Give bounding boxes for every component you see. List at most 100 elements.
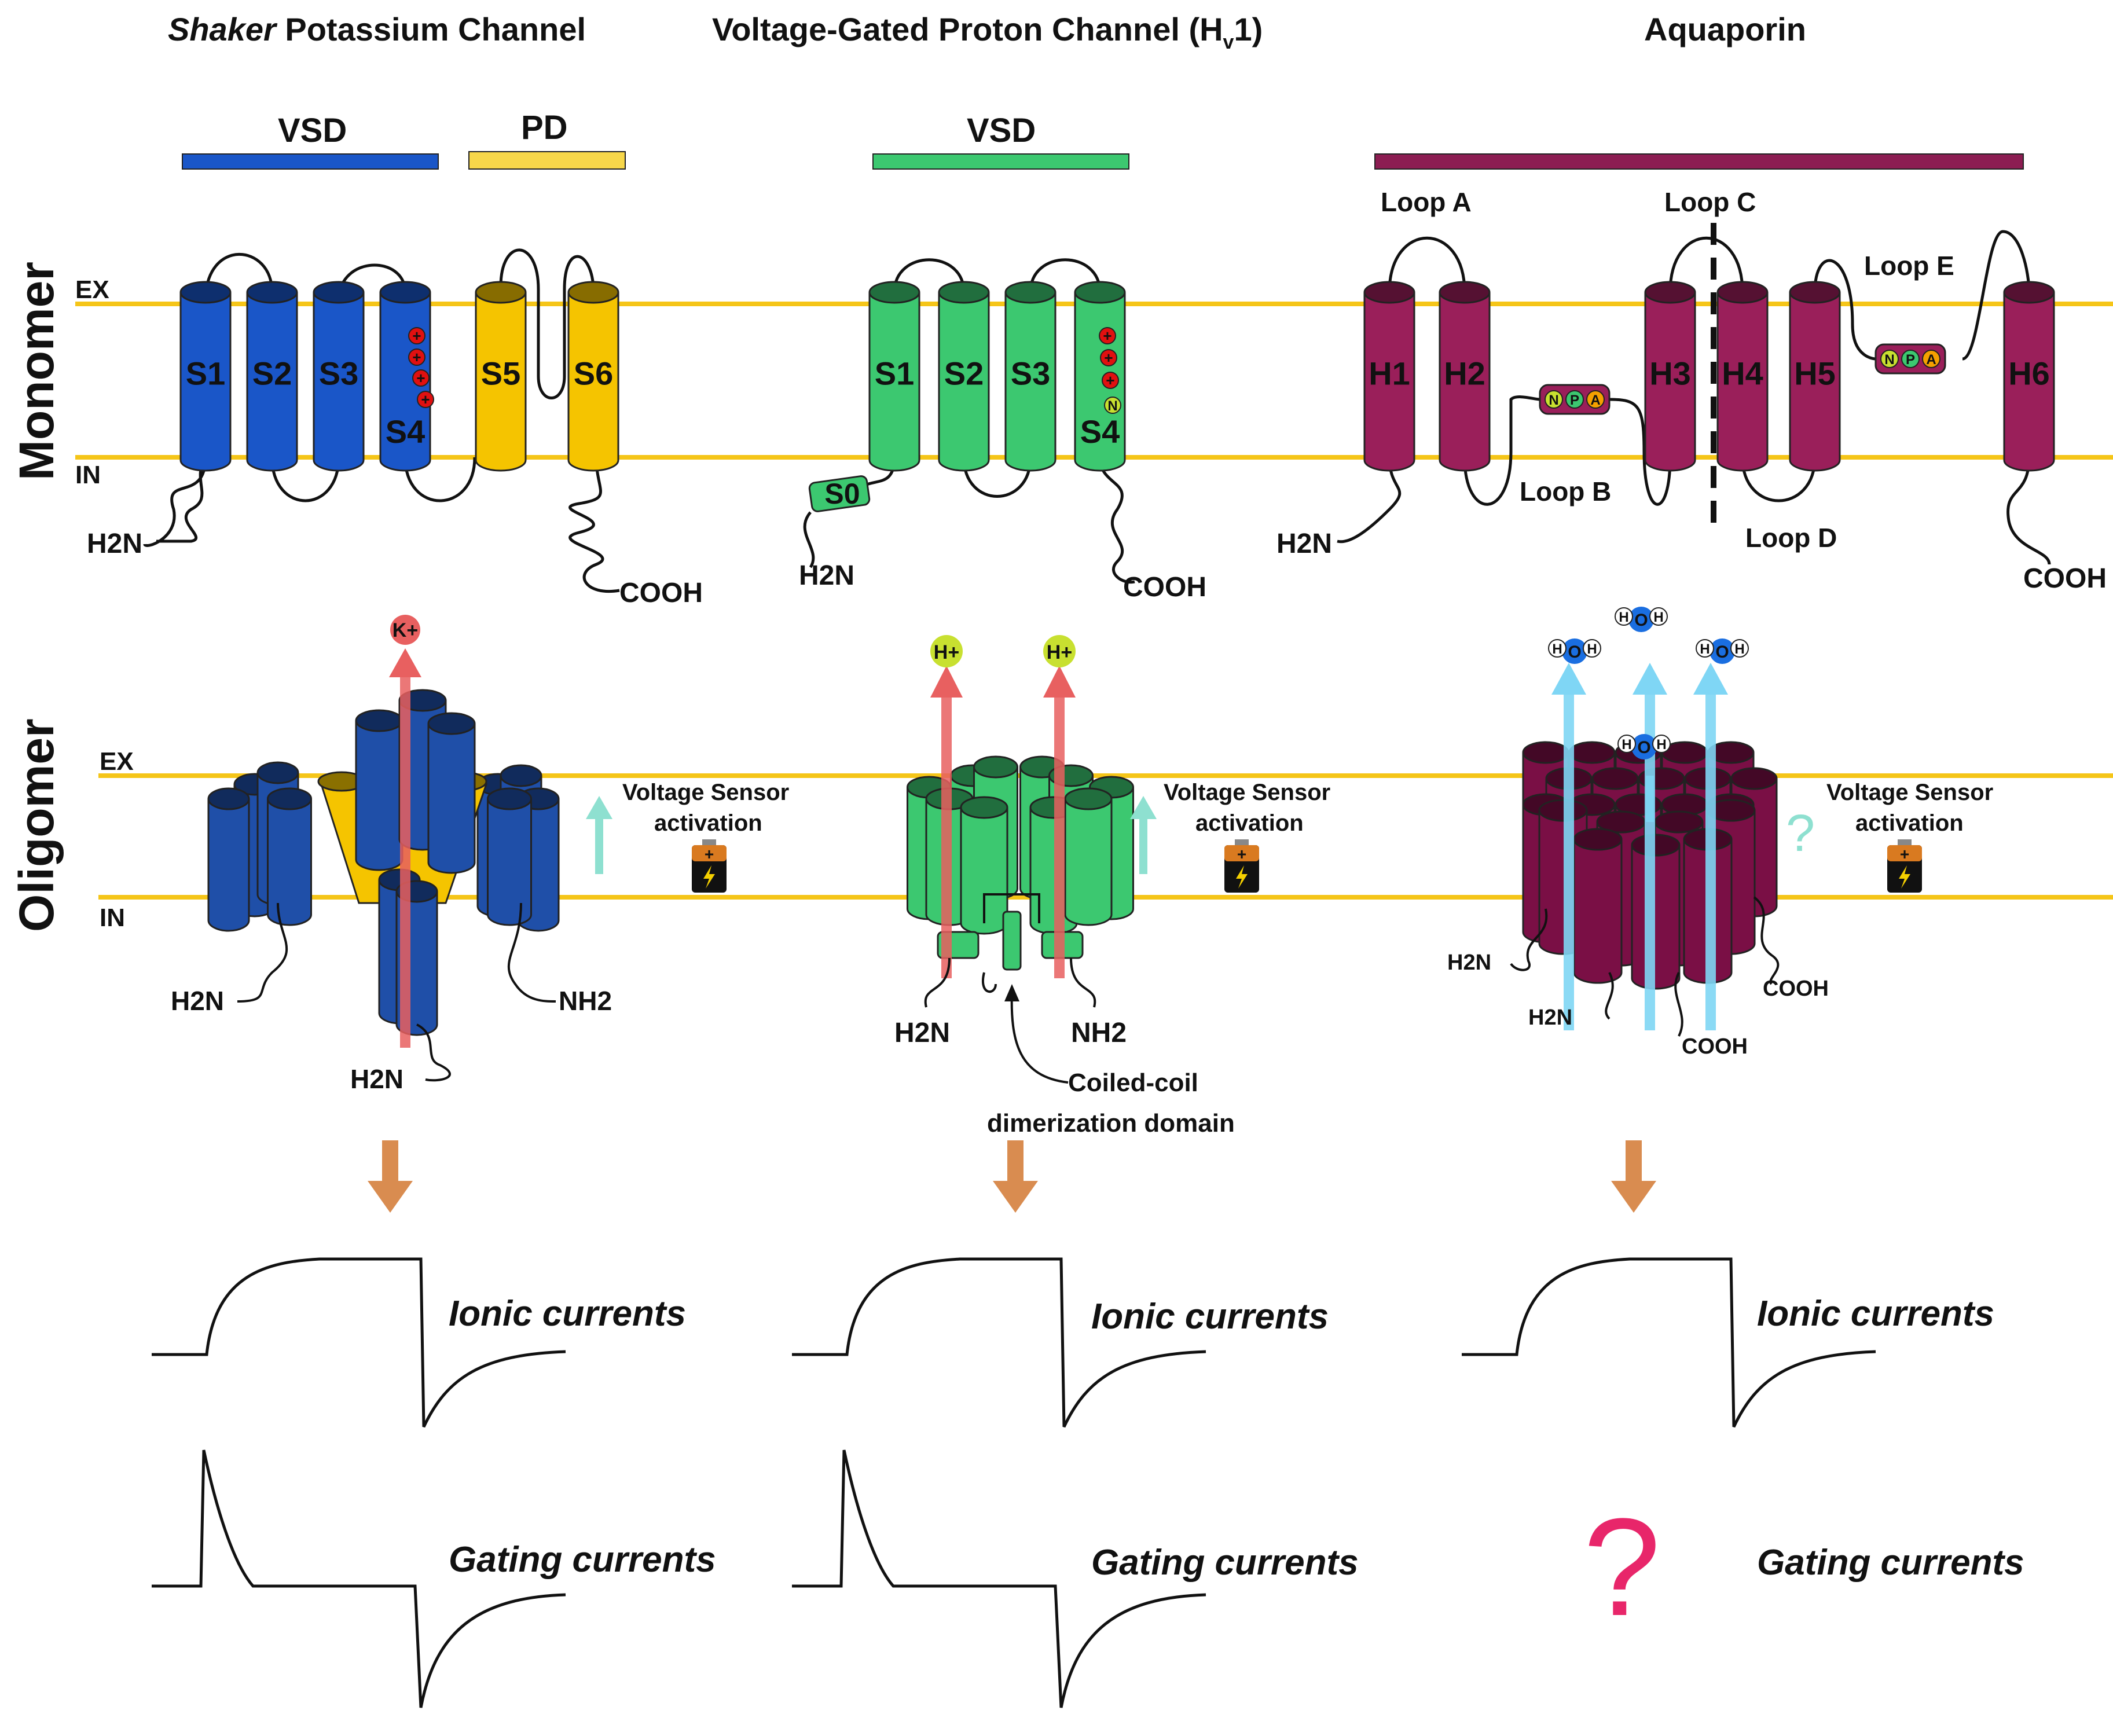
label-in-oligomer: IN	[100, 904, 125, 932]
aqp-oligo-term-3: COOH	[1763, 977, 1829, 1001]
hv1-helix-s4-top	[1074, 281, 1126, 304]
hv1-coiled-coil	[1002, 911, 1022, 971]
aqp-npa-2-glyph: P	[1906, 352, 1915, 368]
aqp-npa-2-glyph: A	[1926, 352, 1936, 368]
shaker-oligo-nterm: H2N	[171, 986, 224, 1016]
shaker-helix-s6-body	[567, 292, 619, 472]
aqp-helix-h5-label: H5	[1794, 355, 1836, 392]
aqp-loop-c: Loop C	[1664, 187, 1756, 217]
plus-charge-icon	[1100, 349, 1117, 366]
water-3-o-label: O	[1715, 643, 1729, 662]
hv1-olig-left-2-top	[973, 755, 1018, 779]
row-label-oligomer: Oligomer	[9, 718, 64, 932]
aqp-olig-front-4-top	[1573, 828, 1623, 851]
aqp-helix-h1-body	[1363, 292, 1415, 472]
vs-label-3: Voltage Sensor	[1164, 780, 1330, 805]
aqp-helix-h4-top	[1716, 281, 1769, 304]
potassium-ion-label: K+	[392, 619, 418, 641]
shaker-helix-s5-body	[475, 292, 527, 472]
ionic-label-1: Ionic currents	[449, 1294, 686, 1334]
shaker-helix-s1-label: S1	[186, 355, 226, 392]
aqp-npa-1-glyph: P	[1570, 392, 1579, 408]
voltage-sensor-hv1: Voltage Sensor activation	[1130, 780, 1330, 874]
plus-charge-icon	[1099, 327, 1116, 344]
shaker-olig-mid-l-body	[267, 799, 312, 926]
label-vsd-shaker: VSD	[278, 112, 347, 149]
shaker-nterm-tail	[156, 456, 207, 543]
title-shaker: Shaker Potassium Channel	[168, 11, 586, 47]
aqp-loops	[1337, 230, 2051, 565]
hv1-helix-s0	[808, 475, 871, 512]
shaker-olig-tail-2	[507, 902, 556, 1003]
hv1-helix-s4-label: S4	[1080, 413, 1120, 450]
shaker-olig-back-2-top	[427, 712, 476, 735]
water-2-oxygen-icon	[1628, 607, 1654, 632]
aqp-npa-2-glyph: N	[1884, 352, 1894, 368]
water-2-h2-label: H	[1653, 610, 1663, 625]
shaker-helix-s2-top	[246, 281, 298, 304]
hv1-helix-s0-label: S0	[824, 478, 860, 510]
shaker-olig-tail-1	[237, 902, 288, 1003]
hv1-nterm-label: H2N	[799, 560, 854, 591]
hv1-olig-front-r-1-body	[1064, 799, 1113, 926]
aqp-olig-back-0-top	[1522, 741, 1569, 764]
aqp-olig-tail-4	[1674, 972, 1683, 1037]
hv1-linker	[983, 893, 1040, 923]
plus-charge-glyph: +	[1103, 327, 1111, 344]
aqp-npa-1-residue	[1545, 390, 1563, 409]
shaker-helix-s6-top	[567, 281, 619, 304]
aqp-olig-front-5-top	[1631, 834, 1681, 857]
aqp-olig-tail-3	[1753, 896, 1780, 985]
ionic-trace-hv1	[792, 1257, 1206, 1428]
gating-label-3: Gating currents	[1757, 1543, 2024, 1583]
aqp-helix-h6-label: H6	[2008, 355, 2050, 392]
vs-label-5: Voltage Sensor	[1826, 780, 1993, 805]
shaker-helix-s1-body	[179, 292, 232, 472]
bar-vsd-hv1	[872, 153, 1129, 170]
water-3-h1-label: H	[1700, 641, 1710, 657]
shaker-olig-left-1-top	[256, 761, 299, 784]
water-3-h2-icon	[1730, 639, 1749, 658]
aqp-loop-d: Loop D	[1745, 523, 1837, 553]
aqp-olig-back-6-top	[1591, 767, 1639, 790]
hv1-olig-front-r-1-top	[1064, 787, 1113, 810]
hv1-pointer-head	[1004, 984, 1019, 1001]
shaker-olig-left-2-top	[207, 787, 250, 810]
aqp-helix-h5-top	[1789, 281, 1841, 304]
bar-aquaporin	[1374, 153, 2024, 170]
plus-charge-glyph: +	[416, 369, 425, 387]
plus-charge-icon	[417, 391, 434, 408]
aqp-gating-question: ?	[1583, 1489, 1660, 1645]
shaker-cterm-label: COOH	[619, 578, 703, 608]
aqp-helix-h2-label: H2	[1444, 355, 1485, 392]
gating-trace-shaker	[152, 1449, 566, 1708]
shaker-helix-s3-top	[313, 281, 365, 304]
shaker-helix-s6-label: S6	[574, 355, 614, 392]
battery-icon-band-1	[1224, 845, 1259, 861]
hv1-coiled-coil-1: Coiled-coil	[1068, 1069, 1198, 1097]
shaker-helix-s5-label: S5	[481, 355, 521, 392]
aqp-nterm-label: H2N	[1276, 528, 1332, 559]
label-ex-oligomer: EX	[100, 747, 134, 776]
aqp-helix-h1-label: H1	[1369, 355, 1410, 392]
aqp-npa-2-residue	[1880, 350, 1899, 368]
vs-label-6: activation	[1855, 810, 1964, 836]
bar-vsd-shaker	[182, 153, 439, 170]
shaker-olig-tail-3	[416, 1023, 451, 1082]
water-3-h1-icon	[1696, 639, 1714, 658]
aqp-helix-h2-top	[1439, 281, 1491, 304]
aqp-npa-2-residue	[1901, 350, 1920, 368]
down-arrows	[368, 1140, 1656, 1213]
aqp-loop-e: Loop E	[1864, 251, 1954, 281]
water-3-oxygen-icon	[1710, 638, 1735, 664]
battery-icon-band-2	[1887, 845, 1922, 861]
proton-label: H+	[1047, 641, 1072, 663]
hv1-helix-s2-label: S2	[944, 355, 984, 392]
aqp-helix-h3-top	[1644, 281, 1696, 304]
aqp-vs-question: ?	[1786, 805, 1815, 863]
water-arrow-head-2	[1693, 663, 1728, 695]
water-3-h2-label: H	[1734, 641, 1744, 657]
water-1-o-label: O	[1568, 643, 1581, 662]
